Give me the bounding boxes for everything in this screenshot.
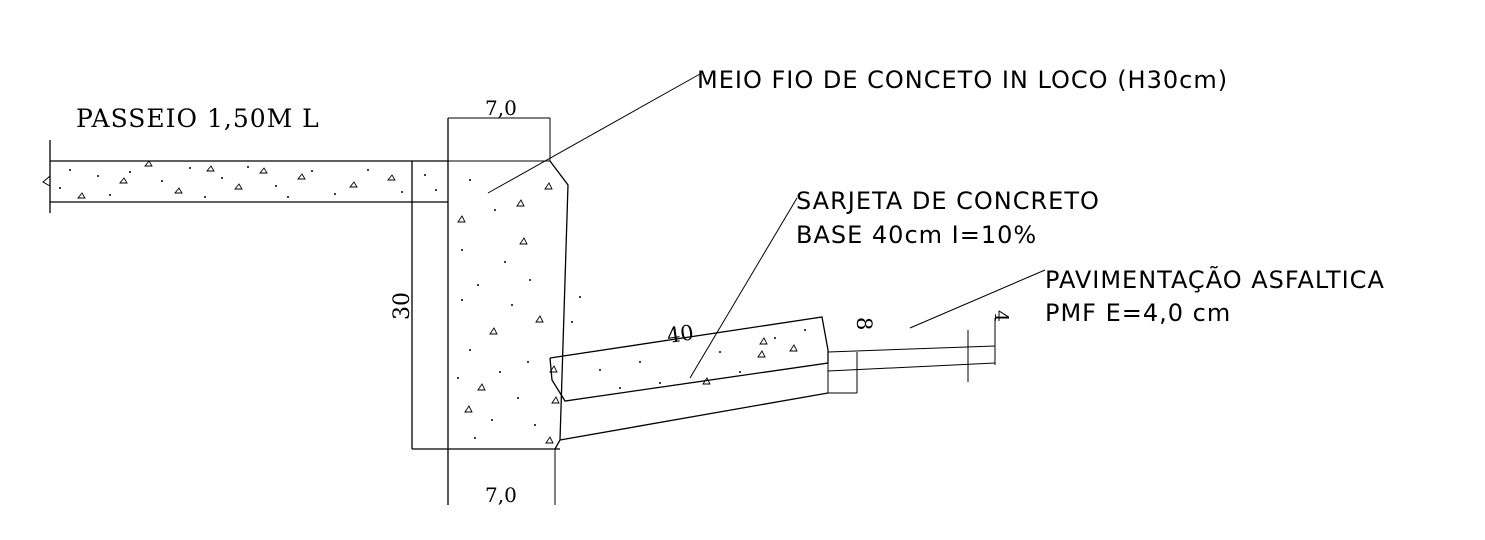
gutter-label-line2: BASE 40cm I=10% xyxy=(796,221,1037,249)
gutter-hatch xyxy=(549,329,806,389)
gutter-thickness-dimension: 8 xyxy=(852,317,876,330)
leader-lines xyxy=(487,73,1046,379)
curb-height-dimension: 30 xyxy=(390,292,415,320)
paving-thickness-dimension: 4 xyxy=(990,310,1012,322)
paving-label-line1: PAVIMENTAÇÃO ASFALTICA xyxy=(1045,264,1385,294)
sidewalk-hatch xyxy=(59,160,437,199)
gutter-outline xyxy=(549,316,829,441)
curb-bottom-width-dimension: 7,0 xyxy=(485,483,517,507)
gutter-length-dimension: 40 xyxy=(665,320,695,347)
paving-layer xyxy=(827,318,996,394)
curb-top-width-dimension: 7,0 xyxy=(485,96,517,120)
gutter-label-line1: SARJETA DE CONCRETO xyxy=(796,187,1100,215)
curb-hatch xyxy=(457,179,581,444)
curb-label: MEIO FIO DE CONCETO IN LOCO (H30cm) xyxy=(697,66,1228,94)
sidewalk-slab xyxy=(42,140,448,213)
paving-label-line2: PMF E=4,0 cm xyxy=(1045,299,1231,327)
sidewalk-label: PASSEIO 1,50M L xyxy=(76,104,320,133)
curb-outline xyxy=(411,117,569,505)
